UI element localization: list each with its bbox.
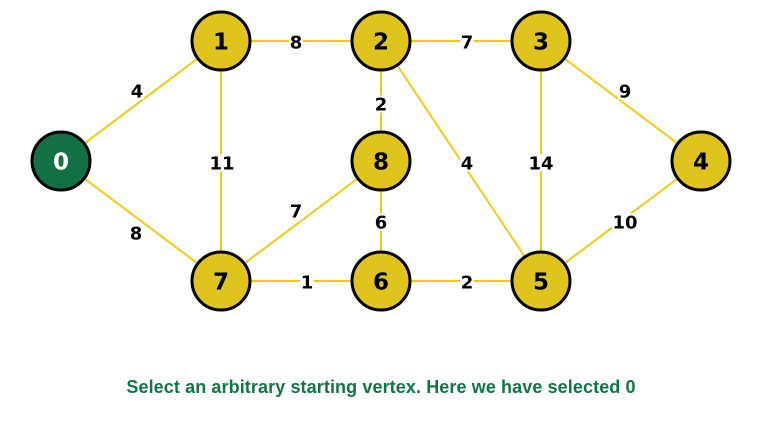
edge-weight-text: 7 <box>290 201 303 222</box>
edge-weight-4-5: 10 <box>612 212 638 233</box>
vertex-label: 0 <box>53 149 69 175</box>
edge-3-4 <box>540 40 702 162</box>
edge-weight-bg <box>289 33 303 51</box>
graph-node-7: 7 <box>190 250 252 312</box>
graph-node-2: 2 <box>350 10 412 72</box>
graph-node-5: 5 <box>510 250 572 312</box>
selected-vertex-circle <box>30 130 92 192</box>
edge-weight-3-5: 14 <box>528 153 554 174</box>
graph-node-3: 3 <box>510 10 572 72</box>
vertex-circle <box>670 130 732 192</box>
vertex-label: 8 <box>373 149 389 175</box>
vertex-circle <box>190 250 252 312</box>
vertex-label: 4 <box>693 149 709 175</box>
edge-weight-bg <box>289 202 303 220</box>
edge-weight-bg <box>209 154 235 172</box>
vertex-circle <box>350 250 412 312</box>
vertex-label: 7 <box>213 269 229 295</box>
edge-weight-bg <box>612 213 638 231</box>
edge-weight-bg <box>618 82 632 100</box>
edge-weight-text: 8 <box>290 32 303 53</box>
vertex-label: 3 <box>533 29 549 55</box>
vertex-circle <box>350 130 412 192</box>
edge-weight-0-1: 4 <box>130 81 144 102</box>
edge-weight-text: 1 <box>301 272 314 293</box>
edge-weight-6-8: 6 <box>374 212 388 233</box>
edge-weight-text: 14 <box>528 153 553 174</box>
edge-0-1 <box>60 40 222 162</box>
edge-weight-3-4: 9 <box>618 81 632 102</box>
edge-weight-0-7: 8 <box>129 223 143 244</box>
edge-weight-text: 6 <box>375 212 388 233</box>
edge-weight-bg <box>460 273 474 291</box>
edge-weight-text: 9 <box>619 81 632 102</box>
edge-weight-2-8: 2 <box>374 94 388 115</box>
edge-7-8 <box>220 160 382 282</box>
edge-weight-bg <box>460 154 474 172</box>
vertex-label: 1 <box>213 29 229 55</box>
edge-weight-bg <box>460 33 474 51</box>
edge-weight-2-3: 7 <box>460 32 474 53</box>
caption-text: Select an arbitrary starting vertex. Her… <box>126 377 636 397</box>
edge-weight-text: 4 <box>131 81 144 102</box>
edge-weight-bg <box>528 154 554 172</box>
vertex-circle <box>510 250 572 312</box>
edge-weight-text: 10 <box>612 212 637 233</box>
edge-weight-bg <box>130 82 144 100</box>
edge-weight-text: 11 <box>209 153 234 174</box>
graph-node-1: 1 <box>190 10 252 72</box>
vertex-circle <box>190 10 252 72</box>
edge-weight-7-8: 7 <box>289 201 303 222</box>
vertex-label: 2 <box>373 29 389 55</box>
vertex-circle <box>510 10 572 72</box>
graph-node-8: 8 <box>350 130 412 192</box>
edge-weight-text: 8 <box>130 223 143 244</box>
edge-weight-bg <box>129 224 143 242</box>
graph-node-4: 4 <box>670 130 732 192</box>
edge-weight-5-6: 2 <box>460 272 474 293</box>
edge-weight-text: 4 <box>461 153 474 174</box>
edge-weight-bg <box>374 95 388 113</box>
vertex-circle <box>350 10 412 72</box>
edge-weight-6-7: 1 <box>300 272 314 293</box>
edge-weight-text: 7 <box>461 32 474 53</box>
edge-weight-bg <box>300 273 314 291</box>
graph-node-6: 6 <box>350 250 412 312</box>
edge-0-7 <box>60 160 222 282</box>
edge-weight-text: 2 <box>461 272 474 293</box>
edge-weight-1-2: 8 <box>289 32 303 53</box>
edge-weight-text: 2 <box>375 94 388 115</box>
vertex-label: 5 <box>533 269 549 295</box>
vertex-label: 6 <box>373 269 389 295</box>
edge-weight-bg <box>374 213 388 231</box>
edge-weight-2-5: 4 <box>460 153 474 174</box>
graph-node-0: 0 <box>30 130 92 192</box>
edge-weight-1-7: 11 <box>209 153 235 174</box>
